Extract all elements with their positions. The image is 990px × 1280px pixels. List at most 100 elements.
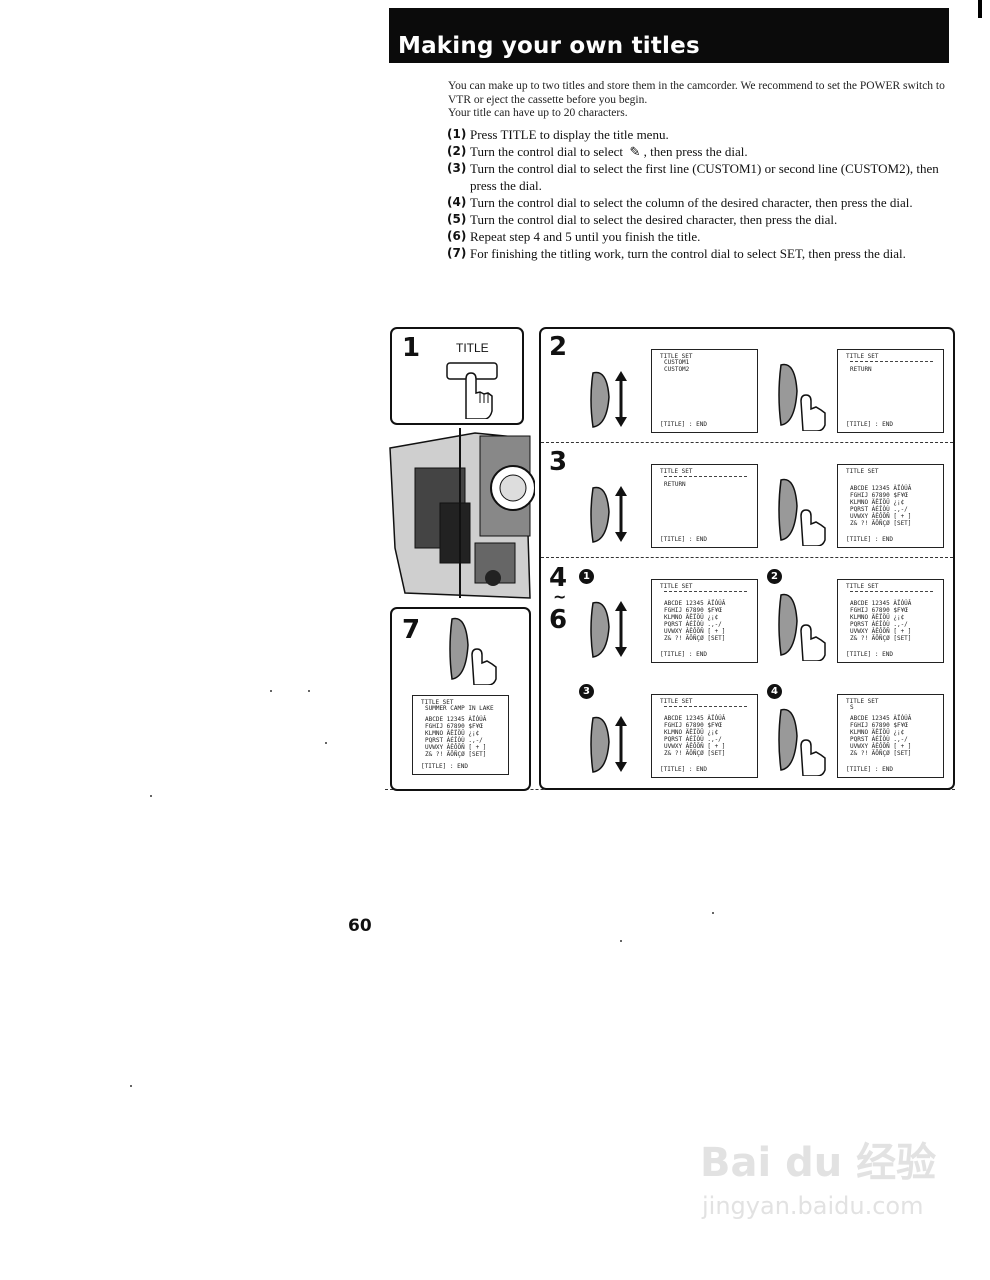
dial-press-icon: [778, 478, 826, 546]
watermark: Bai du 经验 jingyan.baidu.com: [700, 1130, 950, 1260]
screen-step-3a: TITLE SET RETURN [TITLE] : END: [651, 464, 758, 548]
divider: [541, 557, 953, 558]
screen-separator: [664, 476, 747, 477]
divider: [541, 442, 953, 443]
scan-speck: [150, 795, 152, 797]
screen-end-hint: [TITLE] : END: [846, 536, 893, 543]
screen-end-hint: [TITLE] : END: [421, 763, 468, 770]
scan-speck: [620, 940, 622, 942]
margin-tick: [978, 0, 982, 18]
intro-paragraph-1: You can make up to two titles and store …: [448, 80, 945, 106]
substep-circle-4: 4: [767, 684, 782, 699]
screen-end-hint: [TITLE] : END: [846, 421, 893, 428]
screen-step-3b: TITLE SET ABCDE 12345 ÀÏÓÚÂ FGHIJ 67890 …: [837, 464, 944, 548]
panel-steps-2-6: 2 3 4 ~ 6 1 2 3 4 TITLE SET CUSTOM1 CUST…: [539, 327, 955, 790]
step-item: (1)Press TITLE to display the title menu…: [447, 126, 950, 143]
screen-end-hint: [TITLE] : END: [660, 421, 707, 428]
screen-title: TITLE SET: [846, 583, 879, 590]
title-button-press-icon: [446, 362, 498, 419]
screen-substep-1: TITLE SET ABCDE 12345 ÀÏÓÚÂ FGHIJ 67890 …: [651, 579, 758, 663]
watermark-url: jingyan.baidu.com: [702, 1192, 924, 1220]
step-item: (6)Repeat step 4 and 5 until you finish …: [447, 228, 950, 245]
dial-press-icon: [778, 363, 826, 431]
panel-step-7: 7 TITLE SET SUMMER CAMP IN LAKE ABCDE 12…: [390, 607, 531, 791]
step-number: (6): [447, 229, 467, 243]
title-button-label: TITLE: [456, 341, 489, 355]
dial-press-icon: [778, 593, 826, 661]
step-number: (5): [447, 212, 467, 226]
screen-end-hint: [TITLE] : END: [660, 766, 707, 773]
screen-title-entry: SUMMER CAMP IN LAKE: [425, 705, 494, 712]
screen-title: TITLE SET: [846, 353, 879, 360]
scan-speck: [325, 742, 327, 744]
page-number: 60: [348, 916, 372, 936]
screen-substep-2: TITLE SET ABCDE 12345 ÀÏÓÚÂ FGHIJ 67890 …: [837, 579, 944, 663]
screen-end-hint: [TITLE] : END: [846, 651, 893, 658]
screen-title: TITLE SET: [846, 698, 879, 705]
step-item: (5)Turn the control dial to select the d…: [447, 211, 950, 228]
character-grid: ABCDE 12345 ÀÏÓÚÂ FGHIJ 67890 $F¥Œ KLMNO…: [850, 600, 912, 642]
step-text: Turn the control dial to select the desi…: [470, 212, 838, 227]
step-number: (1): [447, 127, 467, 141]
screen-title: TITLE SET: [660, 583, 693, 590]
scan-speck: [270, 690, 272, 692]
screen-option-return: RETURN: [664, 481, 686, 488]
screen-title-entry: S: [850, 704, 854, 711]
step-number-2: 2: [549, 332, 568, 362]
screen-option-return: RETURN: [850, 366, 872, 373]
scan-speck: [712, 912, 714, 914]
screen-step-2b: TITLE SET RETURN [TITLE] : END: [837, 349, 944, 433]
screen-separator: [850, 361, 933, 362]
character-grid: ABCDE 12345 ÀÏÓÚÂ FGHIJ 67890 $F¥Œ KLMNO…: [850, 485, 912, 527]
screen-title: TITLE SET: [660, 698, 693, 705]
screen-substep-3: TITLE SET ABCDE 12345 ÀÏÓÚÂ FGHIJ 67890 …: [651, 694, 758, 778]
step-text: Repeat step 4 and 5 until you finish the…: [470, 229, 701, 244]
step-number-1: 1: [402, 333, 421, 363]
step-range-tilde: ~: [553, 587, 567, 606]
screen-separator: [664, 591, 747, 592]
dial-rotate-icon: [590, 716, 627, 773]
substep-circle-3: 3: [579, 684, 594, 699]
step-number-4: 4: [549, 563, 568, 593]
screen-separator: [664, 706, 747, 707]
step-number-6: 6: [549, 605, 568, 635]
screen-end-hint: [TITLE] : END: [660, 536, 707, 543]
step-text: Turn the control dial to select the colu…: [470, 195, 913, 210]
step-number: (3): [447, 161, 467, 175]
dial-rotate-icon: [590, 601, 627, 658]
step-text: For finishing the titling work, turn the…: [470, 246, 906, 261]
character-grid: ABCDE 12345 ÀÏÓÚÂ FGHIJ 67890 $F¥Œ KLMNO…: [850, 715, 912, 757]
screen-step-7: TITLE SET SUMMER CAMP IN LAKE ABCDE 1234…: [412, 695, 509, 775]
page-title: Making your own titles: [398, 33, 700, 59]
step-list: (1)Press TITLE to display the title menu…: [447, 126, 950, 262]
screen-option-custom2: CUSTOM2: [664, 366, 690, 373]
step-number-3: 3: [549, 447, 568, 477]
panel-step-1: 1 TITLE: [390, 327, 524, 425]
step-text: Press TITLE to display the title menu.: [470, 127, 669, 142]
step-number: (2): [447, 144, 467, 158]
step-item: (2)Turn the control dial to select ⁠ ✎ ,…: [447, 143, 950, 160]
substep-circle-1: 1: [579, 569, 594, 584]
step-item: (4)Turn the control dial to select the c…: [447, 194, 950, 211]
step-item: (3)Turn the control dial to select the f…: [447, 160, 950, 194]
screen-step-2a: TITLE SET CUSTOM1 CUSTOM2 [TITLE] : END: [651, 349, 758, 433]
intro-paragraph-2: Your title can have up to 20 characters.: [448, 107, 628, 119]
screen-title: TITLE SET: [421, 699, 454, 706]
step-item: (7)For finishing the titling work, turn …: [447, 245, 950, 262]
screen-title: TITLE SET: [660, 353, 693, 360]
title-bar: Making your own titles: [389, 8, 949, 63]
camcorder-illustration: [389, 428, 535, 599]
screen-title: TITLE SET: [846, 468, 879, 475]
screen-title: TITLE SET: [660, 468, 693, 475]
screen-separator: [850, 591, 933, 592]
step-number: (4): [447, 195, 467, 209]
step-text: Turn the control dial to select ⁠ ✎ , th…: [470, 144, 748, 159]
dial-rotate-icon: [590, 371, 627, 428]
screen-option-custom1: CUSTOM1: [664, 359, 690, 366]
step-number-7: 7: [402, 615, 421, 645]
intro-text: You can make up to two titles and store …: [448, 80, 948, 121]
screen-substep-4: TITLE SET S ABCDE 12345 ÀÏÓÚÂ FGHIJ 6789…: [837, 694, 944, 778]
scan-speck: [308, 690, 310, 692]
control-dial-press-icon: [449, 617, 497, 685]
screen-end-hint: [TITLE] : END: [846, 766, 893, 773]
